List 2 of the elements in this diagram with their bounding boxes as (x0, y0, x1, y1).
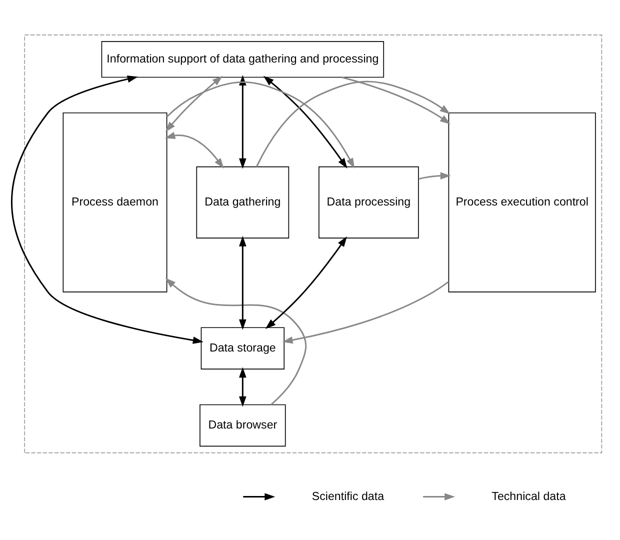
legend-label: Scientific data (312, 490, 384, 503)
legend-label: Technical data (492, 490, 566, 503)
